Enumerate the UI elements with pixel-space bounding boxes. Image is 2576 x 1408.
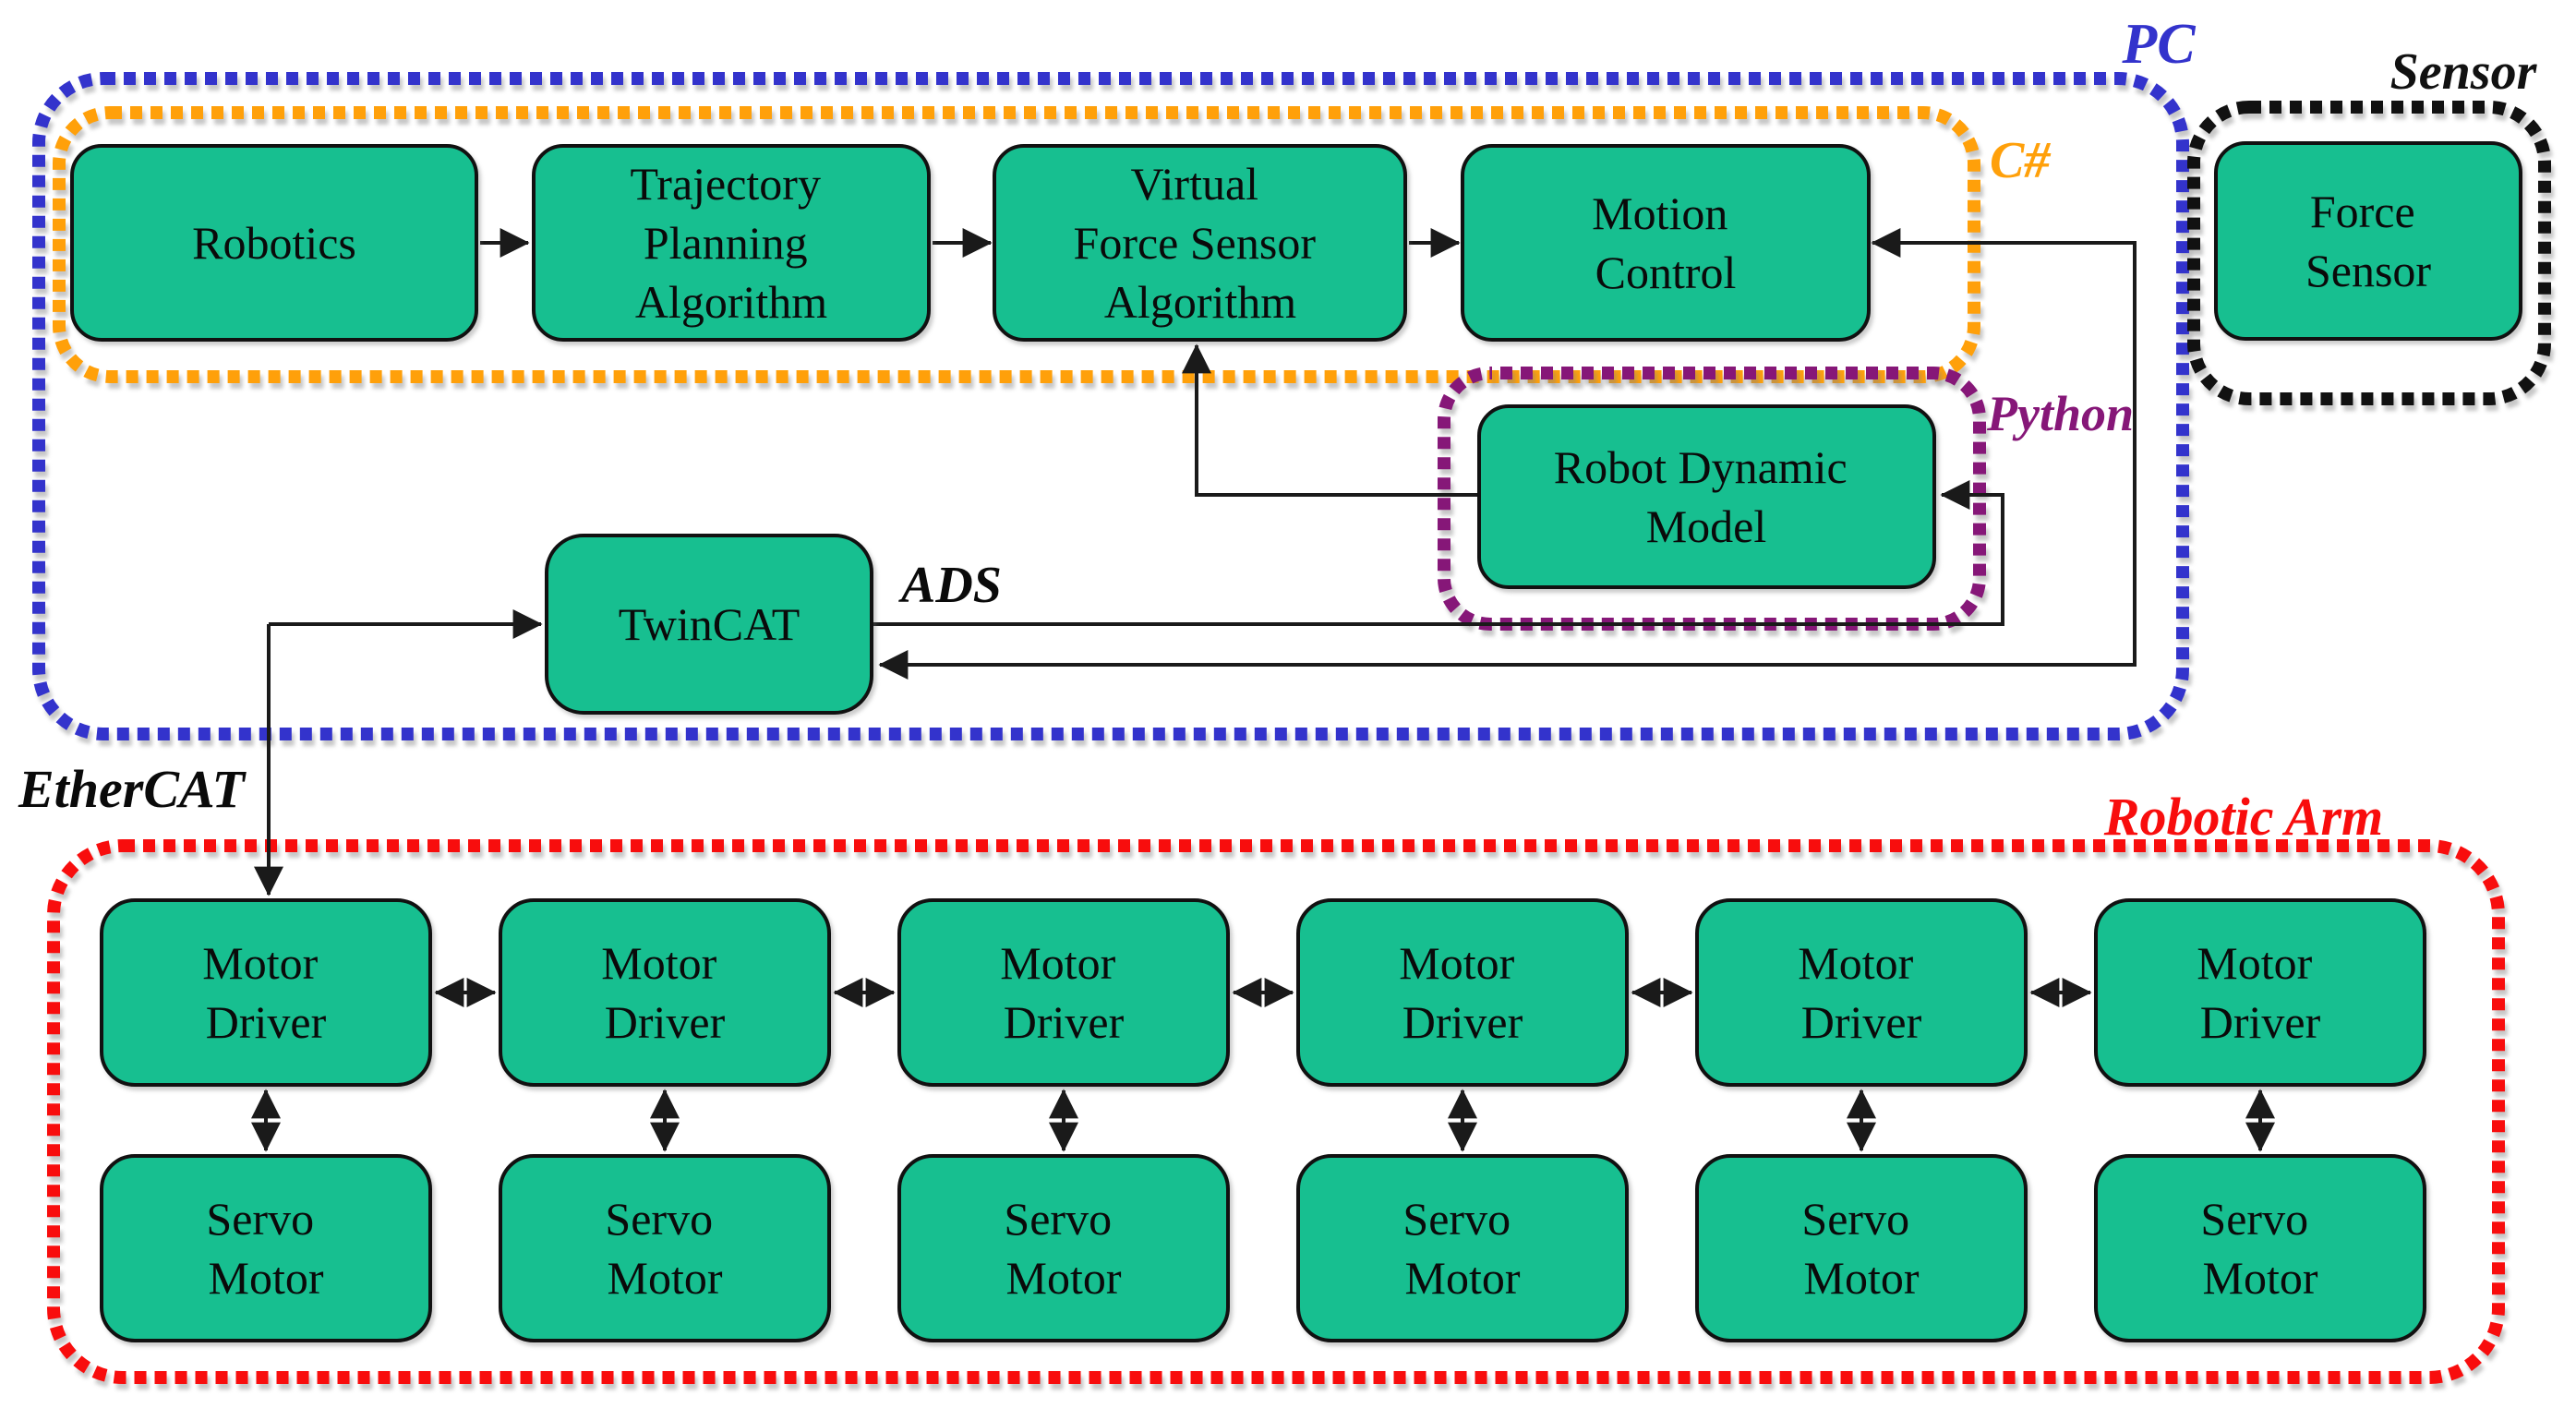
python-label: Python xyxy=(1986,386,2134,441)
ethercat-label: EtherCAT xyxy=(18,759,247,819)
twincat-box xyxy=(545,534,873,715)
robotics-box xyxy=(70,144,478,342)
sensor-container xyxy=(2187,101,2551,405)
ads-label: ADS xyxy=(898,557,1002,614)
trajectory-planning-box-label: Trajectory Planning Algorithm xyxy=(631,158,833,328)
connectors-group xyxy=(251,228,2275,1152)
pc-label: PC xyxy=(2121,13,2196,76)
motor-driver-3-label: Motor Driver xyxy=(1000,937,1127,1048)
servo-motor-2-label: Servo Motor xyxy=(605,1193,724,1304)
servo-motor-box-1 xyxy=(100,1154,432,1342)
robotic-arm-label: Robotic Arm xyxy=(2103,787,2383,847)
link-ads-twincat-to-robot-dynamic-model xyxy=(872,480,2004,626)
motor-driver-box-5 xyxy=(1695,898,2028,1087)
servo-motor-box-4 xyxy=(1296,1154,1629,1342)
motor-driver-box-4 xyxy=(1296,898,1629,1087)
motor-driver-box-2 xyxy=(499,898,831,1087)
robotic-arm-container xyxy=(47,839,2505,1384)
virtual-force-sensor-box xyxy=(993,144,1407,342)
servo-motor-6-label: Servo Motor xyxy=(2200,1193,2319,1304)
servo-motor-1-label: Servo Motor xyxy=(206,1193,325,1304)
twincat-box-label: TwinCAT xyxy=(619,598,800,650)
csharp-label: C# xyxy=(1990,132,2051,189)
pc-container xyxy=(32,72,2189,740)
servo-motor-box-3 xyxy=(897,1154,1230,1342)
link-motion-control-twincat-loop xyxy=(878,228,2137,680)
motor-driver-1-label: Motor Driver xyxy=(202,937,330,1048)
motor-driver-4-label: Motor Driver xyxy=(1399,937,1526,1048)
motor-driver-6-label: Motor Driver xyxy=(2197,937,2324,1048)
servo-motor-4-label: Servo Motor xyxy=(1402,1193,1522,1304)
force-sensor-box-label: Force Sensor xyxy=(2305,186,2431,296)
servo-motor-3-label: Servo Motor xyxy=(1004,1193,1123,1304)
motor-driver-box-6 xyxy=(2094,898,2426,1087)
robot-dynamic-model-box xyxy=(1477,404,1936,589)
motion-control-box-label: Motion Control xyxy=(1592,187,1739,298)
servo-motor-box-5 xyxy=(1695,1154,2028,1342)
force-sensor-box xyxy=(2214,141,2522,341)
link-robot-dynamic-model-to-virtual-force xyxy=(1182,343,1479,497)
motor-driver-5-label: Motor Driver xyxy=(1798,937,1925,1048)
container-labels-group: PC Sensor C# Python ADS EtherCAT Robotic… xyxy=(18,13,2538,847)
servo-motor-5-label: Servo Motor xyxy=(1801,1193,1920,1304)
motion-control-box xyxy=(1461,144,1871,342)
servo-motor-box-2 xyxy=(499,1154,831,1342)
motor-driver-2-label: Motor Driver xyxy=(601,937,728,1048)
motor-driver-box-1 xyxy=(100,898,432,1087)
boxes-group: Robotics Trajectory Planning Algorithm V… xyxy=(70,141,2522,1342)
robotics-box-label: Robotics xyxy=(192,217,356,269)
trajectory-planning-box xyxy=(532,144,931,342)
robot-dynamic-model-box-label: Robot Dynamic Model xyxy=(1554,441,1860,552)
virtual-force-sensor-box-label: Virtual Force Sensor Algorithm xyxy=(1074,158,1328,328)
sensor-label: Sensor xyxy=(2390,43,2538,101)
servo-motor-box-6 xyxy=(2094,1154,2426,1342)
motor-driver-box-3 xyxy=(897,898,1230,1087)
